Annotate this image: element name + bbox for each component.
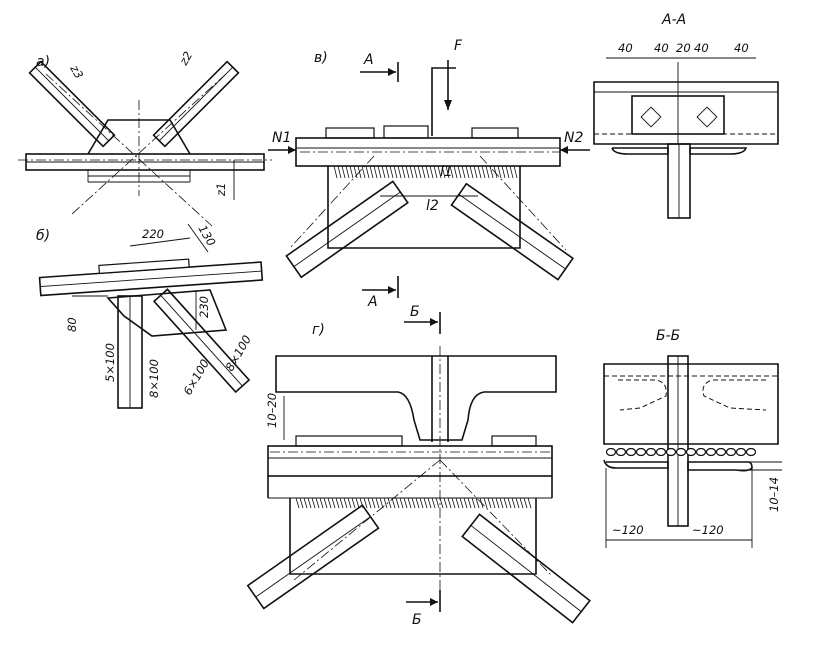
dim-220: 220 xyxy=(142,227,164,241)
panel-g: г) Б 10–20 xyxy=(246,304,591,628)
dim-gap: 10–20 xyxy=(265,393,279,428)
weld-beads xyxy=(605,447,757,457)
chord xyxy=(267,445,553,477)
bolt-icon xyxy=(640,106,662,128)
panel-a-label: а) xyxy=(36,54,50,70)
dim-right-120: ~120 xyxy=(692,523,724,537)
section-aa: А-А 40 40 20 40 40 xyxy=(593,12,779,219)
section-5x100: 5×100 xyxy=(103,343,117,382)
gusset-plate xyxy=(289,498,537,575)
cut-arrow-icon xyxy=(388,286,396,294)
panel-g-label: г) xyxy=(312,322,325,338)
upper-member xyxy=(275,355,557,441)
dim-130: 130 xyxy=(195,223,218,249)
angle-left xyxy=(611,147,669,155)
cut-b-bottom: Б xyxy=(412,612,422,628)
length-l2: l2 xyxy=(426,198,439,214)
panel-b-label: б) xyxy=(36,228,50,244)
section-8x100-a: 8×100 xyxy=(147,359,161,398)
dim-aa-1: 40 xyxy=(618,41,633,55)
angle-right xyxy=(689,147,748,155)
hidden-contour xyxy=(618,379,667,411)
section-6x100: 6×100 xyxy=(180,357,212,398)
n1-arrow-icon xyxy=(288,146,296,154)
cut-a-bottom: A xyxy=(367,294,378,310)
gusset-plate xyxy=(106,289,228,337)
bolt-icon xyxy=(696,106,718,128)
weld-hatch xyxy=(295,497,532,509)
force-N1: N1 xyxy=(272,130,291,146)
weld xyxy=(295,435,403,447)
weld-hatch xyxy=(333,165,518,179)
section-bb: Б-Б 10–14 ~120 ~120 xyxy=(603,328,782,548)
chord-side xyxy=(603,363,779,445)
weld-top xyxy=(98,258,190,275)
dim-aa-3: 20 xyxy=(676,41,691,55)
weld xyxy=(325,127,375,139)
cut-arrow-icon xyxy=(430,318,438,326)
dim-z3: z3 xyxy=(67,62,86,81)
cut-arrow-icon xyxy=(430,598,438,606)
force-F: F xyxy=(454,38,463,54)
force-arrow-icon xyxy=(444,100,452,110)
panel-b: б) 220 130 230 80 5×100 8×100 6×100 8×10… xyxy=(36,223,264,409)
dim-aa-4: 40 xyxy=(694,41,709,55)
weld xyxy=(491,435,537,447)
panel-v: в) F A xyxy=(268,38,590,310)
angle-right xyxy=(687,461,753,472)
dim-left-120: ~120 xyxy=(612,523,644,537)
force-N2: N2 xyxy=(564,130,583,146)
dim-80: 80 xyxy=(65,317,79,332)
n2-arrow-icon xyxy=(560,146,568,154)
weld xyxy=(471,127,519,139)
cut-b-top: Б xyxy=(410,304,420,320)
length-l1: l1 xyxy=(440,164,453,180)
angle-left xyxy=(603,459,669,469)
section-aa-title: А-А xyxy=(661,12,686,28)
cut-arrow-icon xyxy=(388,68,396,76)
dim-aa-5: 40 xyxy=(734,41,749,55)
dim-z2: z2 xyxy=(176,49,195,68)
hidden-contour xyxy=(702,379,767,411)
dim-aa-2: 40 xyxy=(654,41,669,55)
section-bb-title: Б-Б xyxy=(656,328,680,344)
weld xyxy=(383,125,429,139)
gusset-plate xyxy=(327,166,521,249)
chord-side xyxy=(593,81,779,145)
dim-z1: z1 xyxy=(214,183,228,197)
panel-v-label: в) xyxy=(314,50,328,66)
dim-230: 230 xyxy=(197,296,211,318)
panel-a: а) z1 z2 z3 xyxy=(18,49,272,227)
cut-a-top: A xyxy=(363,52,374,68)
load-angle xyxy=(431,67,456,136)
dim-thickness: 10–14 xyxy=(767,477,781,512)
